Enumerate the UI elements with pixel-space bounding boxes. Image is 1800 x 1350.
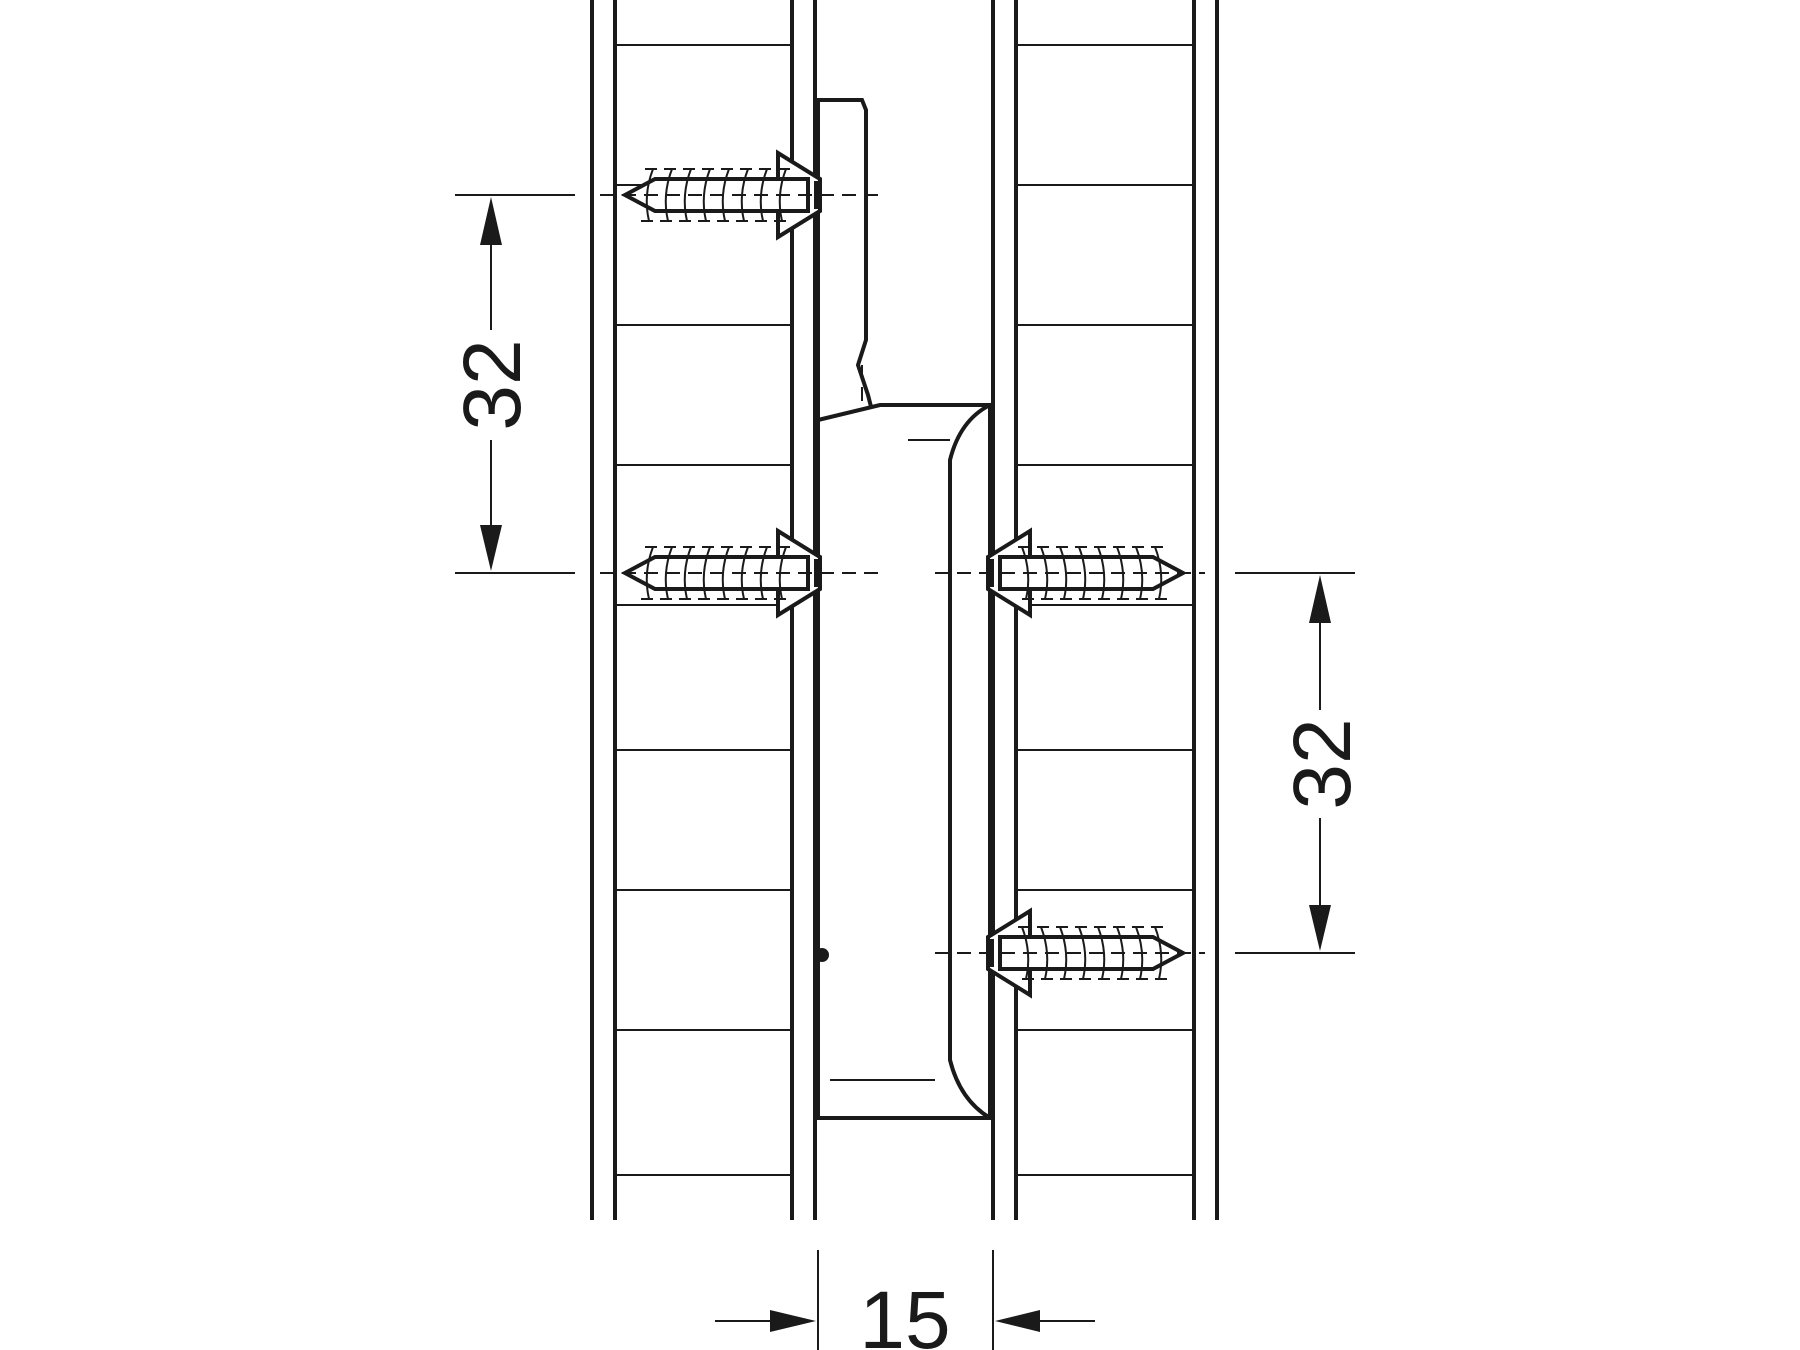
left-panel-rungs	[615, 44, 792, 1176]
screw	[986, 527, 1188, 619]
gap-width-label: 15	[859, 1275, 950, 1350]
locating-dot	[815, 948, 829, 962]
right-panel	[991, 0, 1219, 1220]
connector-plate-part	[815, 403, 992, 1120]
center-lines	[600, 194, 1205, 954]
right-panel-rungs	[1016, 44, 1194, 1176]
screw	[986, 907, 1188, 999]
right-pitch-label: 32	[1277, 718, 1368, 809]
left-pitch-label: 32	[447, 339, 538, 430]
bottom-dimension: 15	[715, 1250, 1095, 1350]
left-dimension: 32	[447, 194, 575, 574]
right-dimension: 32	[1235, 572, 1368, 954]
